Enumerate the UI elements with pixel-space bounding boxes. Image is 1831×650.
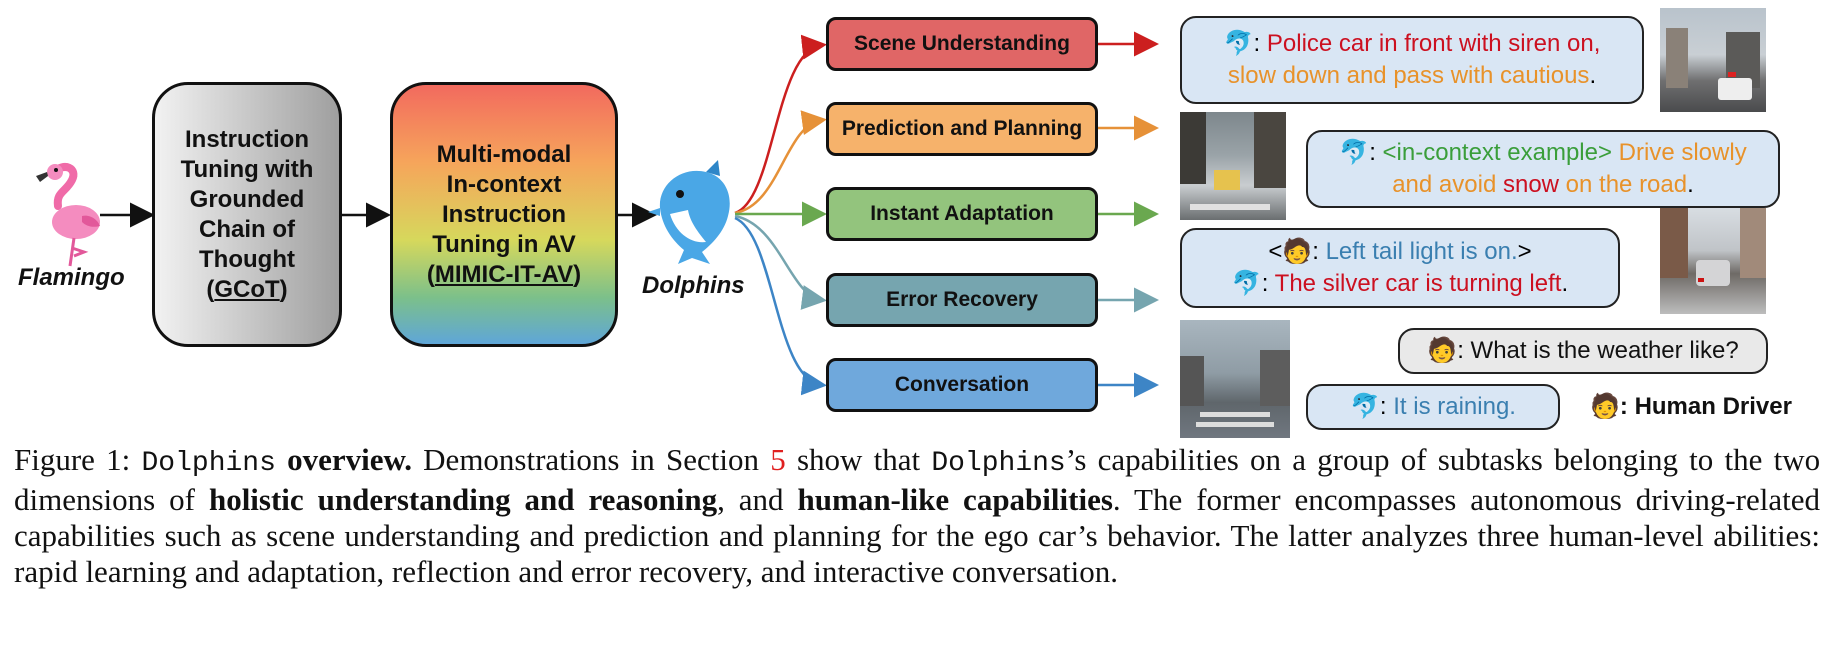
scene-photo-silver-car — [1660, 208, 1766, 314]
bubble-question: 🧑: What is the weather like? — [1398, 328, 1768, 374]
caption-title: overview. — [287, 442, 412, 477]
scene-photo-snow-street — [1180, 112, 1286, 220]
bubble-instant-adaptation: 🐬: <in-context example> Drive slowly and… — [1306, 130, 1780, 208]
gcot-line: Instruction — [185, 125, 309, 153]
scene-photo-police — [1660, 8, 1766, 112]
capability-label: Scene Understanding — [854, 32, 1070, 55]
mimic-line: Instruction — [441, 200, 566, 228]
dolphin-icon: 🐬 — [1350, 393, 1380, 420]
caption-name: Dolphins — [931, 448, 1066, 479]
capability-scene-understanding: Scene Understanding — [826, 17, 1098, 71]
mimic-line: Multi-modal — [436, 140, 572, 168]
flamingo-label: Flamingo — [18, 264, 125, 291]
person-icon: 🧑 — [1282, 238, 1313, 265]
caption-bold-2: human-like capabilities — [797, 482, 1113, 517]
gcot-line: Tuning with — [180, 155, 314, 183]
capability-conversation: Conversation — [826, 358, 1098, 412]
capability-prediction-planning: Prediction and Planning — [826, 102, 1098, 156]
dolphin-icon: 🐬 — [1231, 270, 1262, 297]
gcot-stage-box: Instruction Tuning with Grounded Chain o… — [152, 82, 342, 347]
capability-label: Prediction and Planning — [841, 117, 1083, 140]
curve-to-error — [734, 214, 827, 310]
human-driver-legend: 🧑: Human Driver — [1590, 393, 1792, 420]
dolphin-icon: 🐬 — [1223, 30, 1254, 57]
flamingo-icon — [36, 162, 100, 267]
caption-prefix: Figure 1: — [14, 442, 131, 477]
capability-error-recovery: Error Recovery — [826, 273, 1098, 327]
scene-photo-rain — [1180, 320, 1290, 438]
bubble-answer: 🐬: It is raining. — [1306, 384, 1560, 430]
bubble-scene-understanding: 🐬: Police car in front with siren on, sl… — [1180, 16, 1644, 104]
bubble-text: slow down and pass with cautious — [1227, 62, 1590, 89]
capability-instant-adaptation: Instant Adaptation — [826, 187, 1098, 241]
mimic-abbr: MIMIC-IT-AV — [434, 260, 574, 288]
mimic-stage-box: Multi-modal In-context Instruction Tunin… — [390, 82, 618, 347]
caption-bold-1: holistic understanding and reasoning — [208, 482, 718, 517]
bubble-text: Left tail light is on. — [1325, 238, 1518, 265]
gcot-line: Grounded — [189, 185, 305, 213]
bubble-error-recovery: <🧑: Left tail light is on.> 🐬: The silve… — [1180, 228, 1620, 308]
gcot-abbr: GCoT — [214, 275, 280, 303]
overview-diagram: Flamingo Instruction Tuning with Grounde… — [18, 8, 1792, 438]
human-driver-label: Human Driver — [1634, 393, 1792, 420]
caption-text: , and — [717, 482, 784, 517]
bubble-text: Police car in front with siren on, — [1266, 30, 1601, 57]
bubble-text: snow — [1502, 171, 1559, 198]
curve-to-prediction — [734, 110, 827, 215]
bubble-text: <in-context example> — [1382, 139, 1612, 166]
person-icon: 🧑 — [1590, 393, 1620, 420]
dolphins-label: Dolphins — [642, 272, 745, 299]
person-icon: 🧑 — [1427, 337, 1458, 364]
bubble-text: It is raining. — [1393, 393, 1516, 420]
mimic-line: In-context — [446, 170, 562, 198]
bubble-text: on the road — [1565, 171, 1688, 198]
gcot-line: Thought — [199, 245, 295, 273]
dolphin-icon — [648, 160, 730, 264]
bubble-text: and avoid — [1392, 171, 1497, 198]
capability-label: Instant Adaptation — [870, 202, 1054, 225]
capability-label: Conversation — [894, 373, 1030, 396]
bubble-text: Drive slowly — [1618, 139, 1747, 166]
bubble-text: What is the weather like? — [1470, 337, 1739, 364]
figure-caption: Figure 1: Dolphins overview. Demonstrati… — [14, 442, 1820, 590]
mimic-line: Tuning in AV — [432, 230, 576, 258]
caption-text: ’s capabilities on a group of subtasks b… — [14, 442, 1821, 517]
caption-text: Demonstrations in Section — [423, 442, 759, 477]
caption-name: Dolphins — [141, 448, 276, 479]
capability-label: Error Recovery — [886, 288, 1038, 311]
dolphin-icon: 🐬 — [1339, 139, 1370, 166]
curve-to-conversation — [734, 216, 827, 396]
gcot-line: Chain of — [199, 215, 295, 243]
bubble-text: The silver car is turning left — [1274, 270, 1562, 297]
caption-text: show that — [796, 442, 921, 477]
caption-text: . The former encompasses autonomous driv… — [14, 482, 1820, 589]
flow-arrows — [100, 31, 1159, 398]
section-ref-link[interactable]: 5 — [770, 442, 786, 477]
curve-to-scene — [734, 34, 827, 215]
